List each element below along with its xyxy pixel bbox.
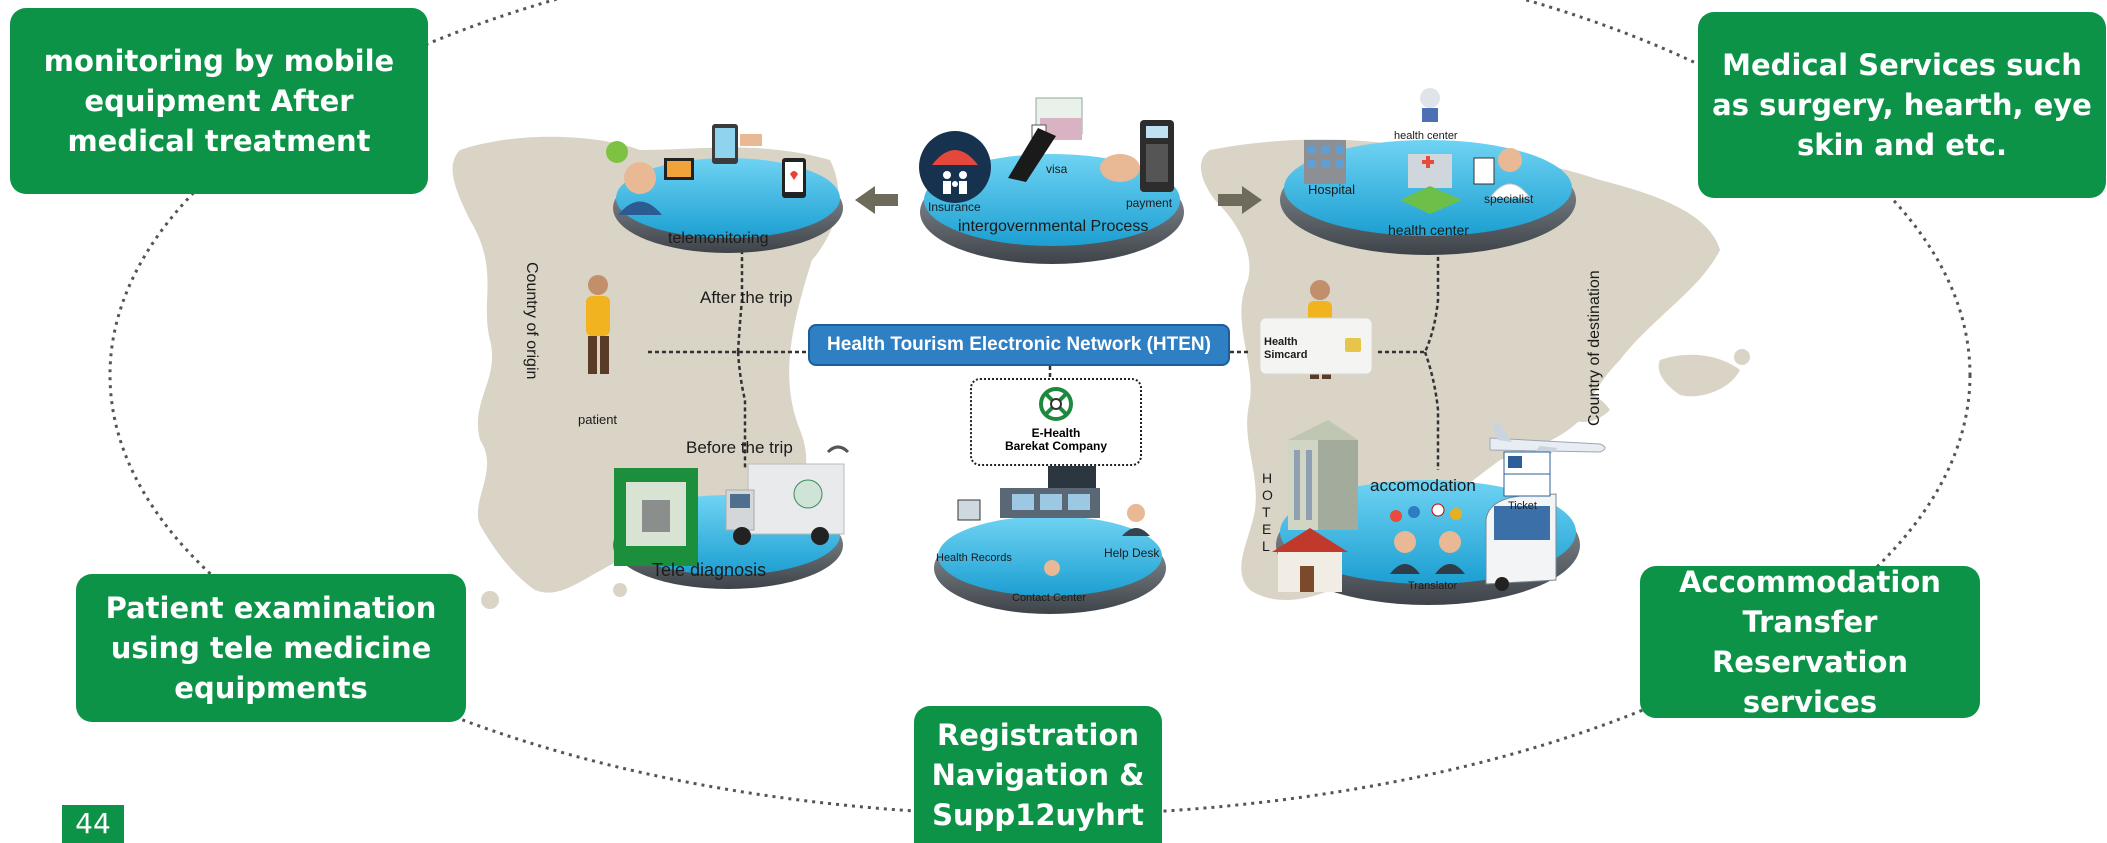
callout-line: Reservation services [1711,645,1909,719]
label-specialist: specialist [1484,192,1534,206]
label-contact-center: Contact Center [1012,592,1086,604]
callout-patient-examination: Patient examination using tele medicine … [76,574,466,722]
company-name-line2: Barekat Company [1004,439,1108,453]
callout-line: medical treatment [67,124,371,158]
pos-terminal-icon [1100,120,1174,192]
connector-lines [648,235,1440,480]
simcard-icon [1259,317,1373,375]
label-intergovernmental-process: intergovernmental Process [958,218,1149,235]
callout-line: Navigation & [931,757,1145,792]
label-payment: payment [1126,196,1173,210]
callout-telemonitoring: monitoring by mobile equipment After med… [10,8,428,194]
callout-line: Patient examination [105,591,437,625]
callout-line: equipments [174,671,368,705]
label-patient: patient [578,412,618,427]
callout-registration: Registration Navigation & Supp12uyhrt [914,706,1162,843]
passport-icon [1008,97,1083,182]
callout-accommodation: Accommodation Transfer Reservation servi… [1640,565,1980,719]
tele-diagnosis-machine-icon [614,468,698,566]
label-accomodation: accomodation [1370,476,1476,495]
callout-line: Registration [936,717,1140,752]
label-before-trip: Before the trip [686,438,793,457]
label-hotel: HOTEL [1262,470,1273,554]
label-hospital: Hospital [1308,182,1355,197]
label-simcard-line2: Simcard [1264,349,1308,361]
label-ticket: Ticket [1508,500,1537,512]
label-after-trip: After the trip [700,288,793,307]
label-tele-diagnosis: Tele diagnosis [652,560,767,580]
doctor-icon [1473,148,1531,199]
page-number: 44 [62,805,124,843]
orbit-ellipse [108,0,1972,817]
callout-line: Supp12uyhrt [932,797,1144,832]
hotel-building-icon [1288,420,1358,530]
label-telemonitoring: telemonitoring [668,230,769,247]
label-insurance: Insurance [928,200,981,214]
translator-people-icon [1390,503,1465,574]
label-visa: visa [1046,162,1068,176]
label-country-destination: Country of destination [1586,270,1603,426]
label-health-records: Health Records [936,552,1012,564]
label-simcard-line1: Health [1264,336,1298,348]
health-center-icon [1400,88,1462,214]
label-translator: Translator [1408,580,1458,592]
hten-network-bar: Health Tourism Electronic Network (HTEN) [808,324,1230,366]
arrow-left-icon [855,186,898,214]
callout-line: as surgery, hearth, eye [1712,88,2092,122]
ehealth-company-box: E-Health Barekat Company [970,378,1142,466]
callout-line: skin and etc. [1796,128,2008,162]
callout-line: using tele medicine [110,631,432,665]
callout-line: Medical Services such [1722,48,2082,82]
callout-line: Transfer [1742,605,1878,639]
bus-icon [1485,493,1557,591]
ticket-icon [1503,451,1551,497]
callout-medical-services: Medical Services such as surgery, hearth… [1698,12,2106,198]
patient-person-icon [586,275,610,374]
company-name-line1: E-Health [1031,426,1081,440]
callout-line: equipment After [84,84,354,118]
arrow-right-icon [1218,186,1262,214]
callout-line: monitoring by mobile [43,44,395,78]
telemonitoring-doctor-icon [606,124,806,215]
umbrella-family-icon [919,131,991,203]
callout-line: Accommodation [1679,565,1941,599]
hospital-building-icon [1304,140,1346,184]
ehealth-logo-icon [1039,387,1073,421]
ambulance-truck-icon [725,445,850,545]
label-health-center: health center [1388,222,1469,238]
label-health-center-small: health center [1394,130,1458,142]
label-country-origin: Country of origin [523,262,540,380]
label-help-desk: Help Desk [1104,546,1160,560]
house-icon [1272,528,1348,592]
